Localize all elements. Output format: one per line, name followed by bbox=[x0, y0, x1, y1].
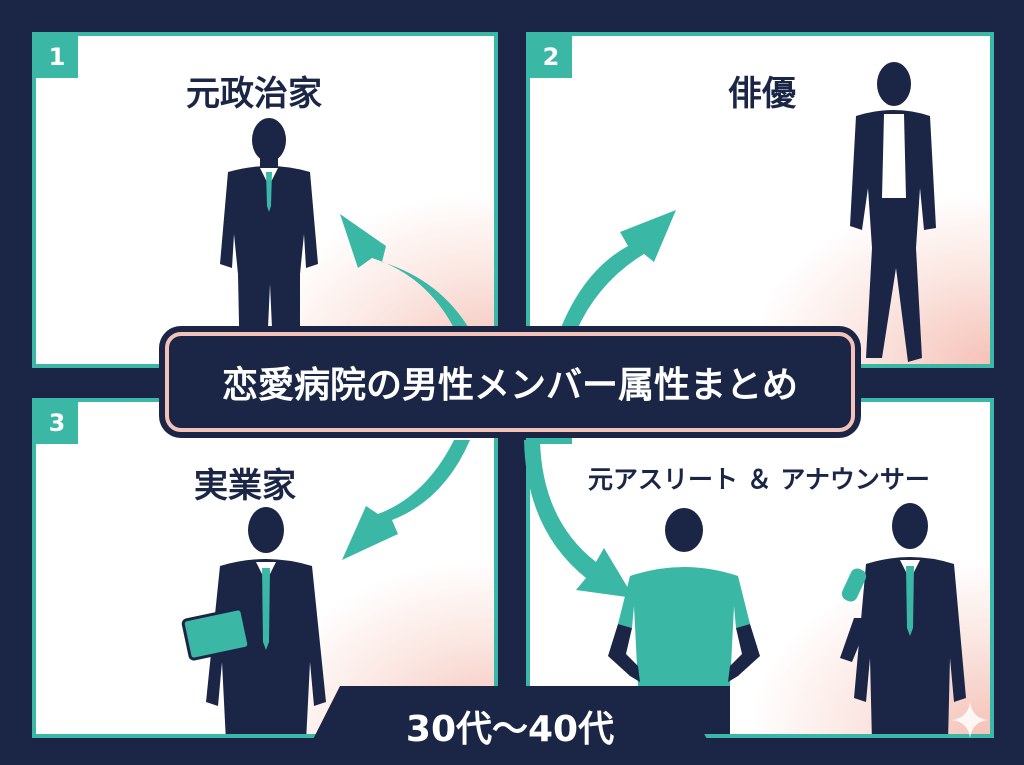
age-range-tab: 30代〜40代 bbox=[300, 686, 720, 765]
panel-former-politician: 1 元政治家 bbox=[32, 32, 498, 368]
age-range-tab-shape bbox=[300, 686, 720, 765]
entrepreneur-silhouette bbox=[181, 507, 326, 734]
actor-silhouette bbox=[850, 62, 936, 362]
panel-actor: 2 俳優 bbox=[526, 32, 994, 368]
announcer-silhouette bbox=[840, 503, 966, 734]
panel-title: 俳優 bbox=[728, 74, 796, 114]
summary-title: 恋愛病院の男性メンバー属性まとめ bbox=[221, 365, 798, 406]
panel-number-badge: 3 bbox=[36, 402, 78, 444]
panel-number-badge: 2 bbox=[530, 36, 572, 78]
summary-title-banner: 恋愛病院の男性メンバー属性まとめ bbox=[165, 332, 855, 432]
panel-title: 元アスリート ＆ アナウンサー bbox=[588, 465, 930, 494]
politician-silhouette bbox=[220, 118, 318, 364]
panel-title: 実業家 bbox=[194, 466, 296, 506]
age-range-label: 30代〜40代 bbox=[405, 709, 615, 750]
panel-entrepreneur: 3 実業家 bbox=[32, 398, 498, 738]
sparkle-icon bbox=[952, 702, 988, 738]
panel-number-badge: 1 bbox=[36, 36, 78, 78]
panel-title: 元政治家 bbox=[186, 74, 322, 114]
arrow-to-panel-2 bbox=[560, 210, 676, 332]
arrow-to-panel-1 bbox=[340, 214, 470, 332]
arrow-to-panel-3 bbox=[342, 440, 470, 560]
arrow-to-panel-4 bbox=[524, 440, 634, 598]
